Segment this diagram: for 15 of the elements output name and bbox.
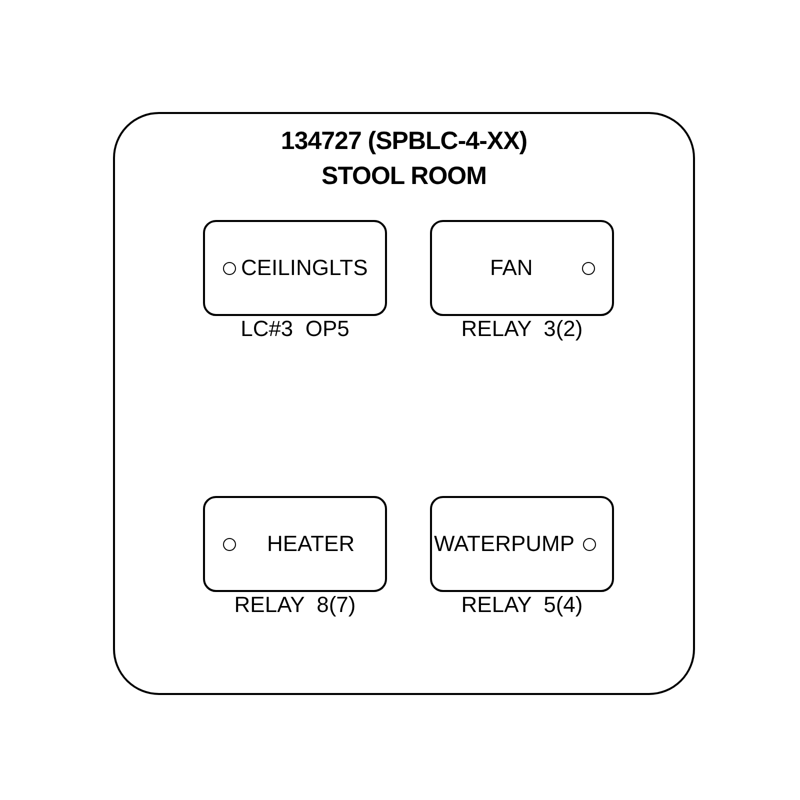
button-label: CEILINGLTS bbox=[241, 255, 368, 281]
button-label: HEATER bbox=[267, 531, 355, 557]
circuit-label: RELAY 8(7) bbox=[233, 592, 357, 618]
switch-button bbox=[203, 220, 387, 316]
circuit-label: RELAY 3(2) bbox=[460, 316, 584, 342]
switch-button bbox=[430, 496, 614, 592]
button-label: FAN bbox=[490, 255, 533, 281]
switch-button bbox=[430, 220, 614, 316]
plate-title: STOOL ROOM bbox=[320, 161, 488, 191]
plate-title: 134727 (SPBLC-4-XX) bbox=[280, 126, 528, 156]
circuit-label: RELAY 5(4) bbox=[460, 592, 584, 618]
switch-plate bbox=[113, 112, 695, 695]
circuit-label: LC#3 OP5 bbox=[240, 316, 350, 342]
switch-button bbox=[203, 496, 387, 592]
button-label: WATERPUMP bbox=[434, 531, 575, 557]
